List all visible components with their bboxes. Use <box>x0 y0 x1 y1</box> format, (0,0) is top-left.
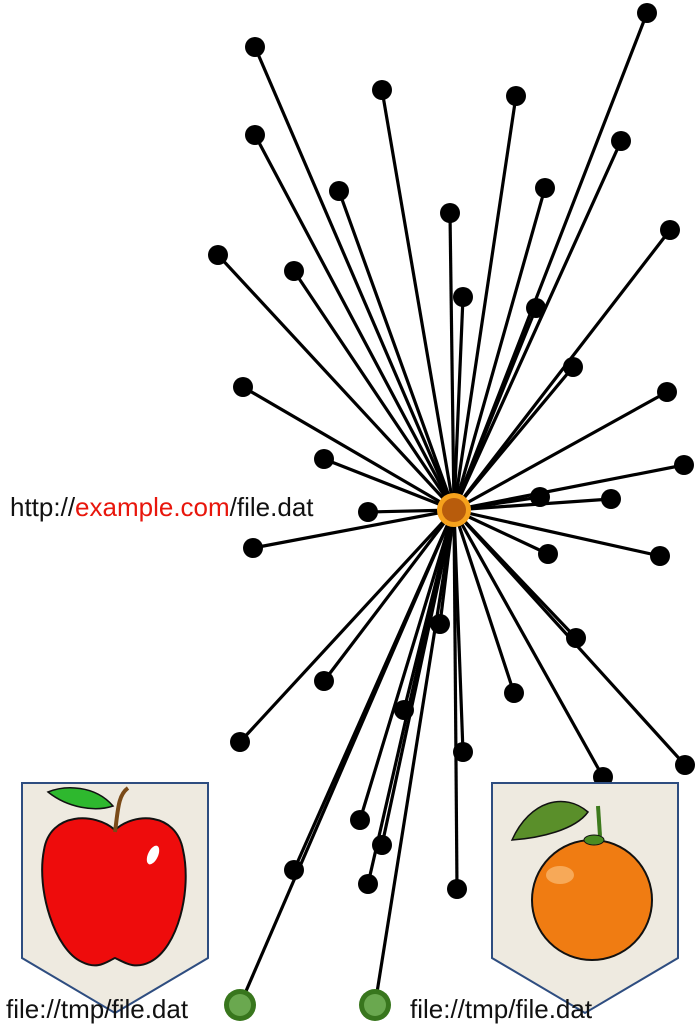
peer-node[interactable] <box>230 732 250 752</box>
hub-url-label: http://example.com/file.dat <box>10 494 314 520</box>
peer-node[interactable] <box>284 860 304 880</box>
peer-node[interactable] <box>657 382 677 402</box>
edge <box>454 188 545 510</box>
peer-node[interactable] <box>233 377 253 397</box>
peer-node[interactable] <box>650 546 670 566</box>
url-suffix: /file.dat <box>230 492 314 522</box>
right-file-node[interactable] <box>359 989 391 1021</box>
edge <box>382 90 454 510</box>
peer-node[interactable] <box>538 544 558 564</box>
edge <box>454 308 536 510</box>
peer-node[interactable] <box>530 487 550 507</box>
peer-node[interactable] <box>674 455 694 475</box>
nodes <box>208 3 695 899</box>
peer-node[interactable] <box>372 835 392 855</box>
edge <box>218 255 454 510</box>
peer-node[interactable] <box>506 86 526 106</box>
peer-node[interactable] <box>453 742 473 762</box>
right-file-label: file://tmp/file.dat <box>410 996 592 1022</box>
edge <box>454 392 667 510</box>
left-pocket[interactable] <box>22 783 208 1013</box>
peer-node[interactable] <box>329 181 349 201</box>
peer-node[interactable] <box>453 287 473 307</box>
peer-node[interactable] <box>601 489 621 509</box>
edge <box>450 213 454 510</box>
peer-node[interactable] <box>660 220 680 240</box>
edge <box>294 271 454 510</box>
peer-node[interactable] <box>394 700 414 720</box>
peer-node[interactable] <box>314 449 334 469</box>
peer-node[interactable] <box>675 755 695 775</box>
peer-node[interactable] <box>243 538 263 558</box>
url-prefix: http:// <box>10 492 75 522</box>
peer-node[interactable] <box>563 357 583 377</box>
peer-node[interactable] <box>245 125 265 145</box>
peer-node[interactable] <box>208 245 228 265</box>
edge <box>255 47 454 510</box>
peer-node[interactable] <box>358 502 378 522</box>
peer-node[interactable] <box>526 298 546 318</box>
right-pocket[interactable] <box>492 783 678 1013</box>
edge <box>360 510 454 820</box>
peer-node[interactable] <box>440 203 460 223</box>
left-file-node[interactable] <box>224 989 256 1021</box>
peer-node[interactable] <box>314 671 334 691</box>
peer-node[interactable] <box>350 810 370 830</box>
hub-node[interactable] <box>437 493 471 527</box>
peer-node[interactable] <box>535 178 555 198</box>
peer-node[interactable] <box>611 131 631 151</box>
peer-node[interactable] <box>372 80 392 100</box>
peer-node[interactable] <box>504 683 524 703</box>
peer-node[interactable] <box>637 3 657 23</box>
peer-node[interactable] <box>284 261 304 281</box>
peer-node[interactable] <box>358 874 378 894</box>
peer-node[interactable] <box>447 879 467 899</box>
peer-node[interactable] <box>430 614 450 634</box>
edge <box>339 191 454 510</box>
left-file-label: file://tmp/file.dat <box>6 996 188 1022</box>
url-host: example.com <box>75 492 230 522</box>
edge <box>454 510 660 556</box>
edge <box>240 510 454 1005</box>
peer-node[interactable] <box>566 628 586 648</box>
peer-node[interactable] <box>245 37 265 57</box>
